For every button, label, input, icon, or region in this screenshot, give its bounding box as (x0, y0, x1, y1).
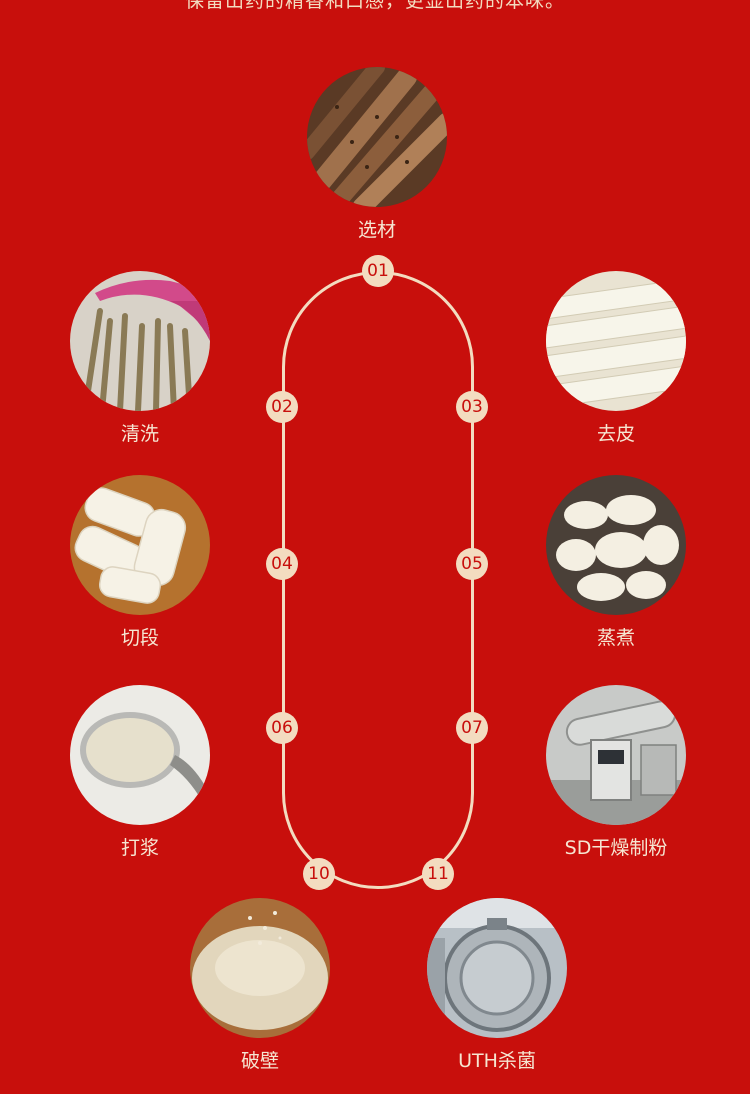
step-break: 破壁 (170, 898, 350, 1073)
step-label: 去皮 (596, 423, 635, 445)
step-cut: 切段 (50, 475, 230, 650)
step-badge-10: 10 (303, 858, 335, 890)
step-badge-04: 04 (266, 548, 298, 580)
step-pulp: 打浆 (50, 685, 230, 860)
step-sterilize: UTH杀菌 (407, 898, 587, 1073)
step-badge-01: 01 (362, 255, 394, 287)
step-label: 切段 (120, 627, 159, 649)
step-label: 蒸煮 (596, 627, 635, 649)
step-peel: 去皮 (526, 271, 706, 446)
step-badge-11: 11 (422, 858, 454, 890)
yam-roots-photo (307, 67, 447, 207)
cut-pieces-photo (70, 475, 210, 615)
step-steam: 蒸煮 (526, 475, 706, 650)
drying-machine-photo (546, 685, 686, 825)
step-badge-02: 02 (266, 391, 298, 423)
process-track (282, 271, 474, 889)
step-label: SD干燥制粉 (564, 837, 668, 859)
step-label: 破壁 (240, 1050, 279, 1072)
step-label: UTH杀菌 (458, 1050, 536, 1072)
powder-photo (190, 898, 330, 1038)
step-badge-03: 03 (456, 391, 488, 423)
step-label: 清洗 (120, 423, 159, 445)
step-label: 选材 (357, 219, 396, 241)
step-badge-07: 07 (456, 712, 488, 744)
washing-photo (70, 271, 210, 411)
sterilizer-photo (427, 898, 567, 1038)
step-label: 打浆 (120, 837, 159, 859)
pulp-spoon-photo (70, 685, 210, 825)
intro-text: 保留山药的精香和口感，更显山药的本味。 (184, 0, 565, 12)
step-badge-06: 06 (266, 712, 298, 744)
steamed-yam-photo (546, 475, 686, 615)
step-spray-dry: SD干燥制粉 (526, 685, 706, 860)
step-select: 选材 (287, 67, 467, 242)
peeled-yam-photo (546, 271, 686, 411)
step-badge-05: 05 (456, 548, 488, 580)
step-wash: 清洗 (50, 271, 230, 446)
